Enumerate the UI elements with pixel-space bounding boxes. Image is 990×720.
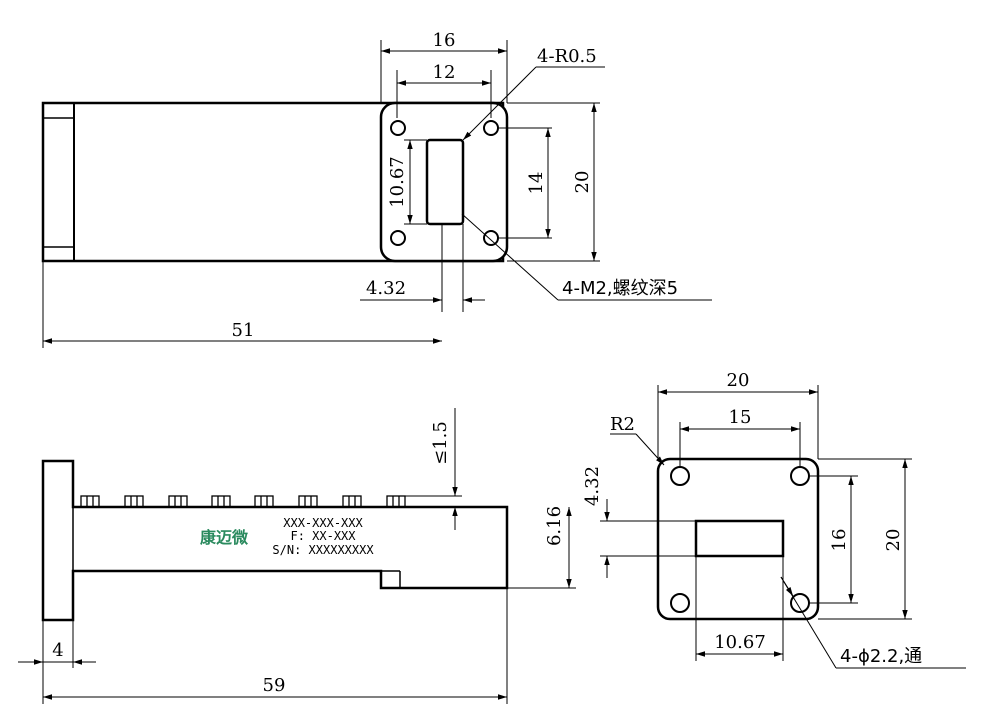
dim-432-label: 4.32 bbox=[366, 278, 406, 299]
part-number-label: XXX-XXX-XXX bbox=[283, 516, 363, 530]
tuning-screw bbox=[254, 495, 274, 508]
dim-1067-label: 10.67 bbox=[714, 632, 766, 653]
dim-le15-label: ≤1.5 bbox=[430, 421, 451, 465]
tuning-screw bbox=[80, 495, 100, 508]
top-mounting-hole bbox=[390, 230, 406, 246]
dim-r2-label: R2 bbox=[610, 414, 635, 435]
flange-mounting-hole bbox=[790, 466, 810, 486]
leader-corner-radius-diag bbox=[462, 66, 537, 141]
dim-20-label: 20 bbox=[572, 171, 593, 194]
thread-note: 4-M2,螺纹深5 bbox=[562, 278, 678, 299]
tuning-screw bbox=[124, 495, 144, 508]
dim-16-label: 16 bbox=[829, 529, 850, 552]
holes-note: 4-ϕ2.2,通 bbox=[840, 646, 922, 667]
dim-14-label: 14 bbox=[526, 172, 547, 195]
top-view bbox=[41, 40, 712, 348]
tuning-screw bbox=[386, 495, 406, 508]
leader-holes-arrow bbox=[780, 576, 794, 597]
serial-number-label: S/N: XXXXXXXXX bbox=[272, 543, 374, 557]
tuning-screw bbox=[342, 495, 362, 508]
top-mounting-hole bbox=[390, 120, 406, 136]
dim-432-label: 4.32 bbox=[582, 466, 603, 506]
flange-mounting-hole bbox=[670, 466, 690, 486]
flange-view-labels: 20 15 R2 4.32 16 20 10.67 4-ϕ2.2,通 bbox=[582, 370, 922, 667]
tuning-screw bbox=[298, 495, 318, 508]
flange-view bbox=[600, 385, 966, 669]
dim-59-label: 59 bbox=[263, 675, 286, 696]
dim-12-label: 12 bbox=[433, 62, 456, 83]
frequency-label: F: XX-XXX bbox=[290, 529, 356, 543]
dim-616-label: 6.16 bbox=[544, 506, 565, 546]
dim-51-label: 51 bbox=[232, 320, 255, 341]
top-view-labels: 16 12 4-R0.5 10.67 14 20 4.32 4-M2,螺纹深5 … bbox=[232, 30, 679, 341]
flange-plate bbox=[656, 457, 820, 621]
dim-20h-label: 20 bbox=[883, 529, 904, 552]
leader-thread bbox=[461, 213, 559, 301]
flange-mounting-hole bbox=[670, 593, 690, 613]
side-view-labels: ≤1.5 6.16 4 59 康迈微 XXX-XXX-XXX F: XX-XXX… bbox=[52, 421, 565, 696]
dim-16-label: 16 bbox=[433, 30, 456, 51]
flange-aperture bbox=[694, 519, 785, 558]
dim-1067-label: 10.67 bbox=[387, 156, 408, 208]
side-body-outline bbox=[41, 459, 509, 622]
tuning-screw-row bbox=[80, 495, 406, 508]
leader-r2 bbox=[635, 433, 665, 466]
tuning-screw bbox=[168, 495, 188, 508]
top-waveguide-aperture bbox=[425, 138, 465, 226]
corner-radius-note: 4-R0.5 bbox=[537, 46, 597, 67]
dim-20w-label: 20 bbox=[727, 370, 750, 391]
dim-15-label: 15 bbox=[729, 407, 752, 428]
tuning-screw bbox=[211, 495, 231, 508]
side-view bbox=[18, 408, 576, 704]
dim-4-label: 4 bbox=[52, 640, 63, 661]
brand-logo-text: 康迈微 bbox=[200, 528, 249, 547]
